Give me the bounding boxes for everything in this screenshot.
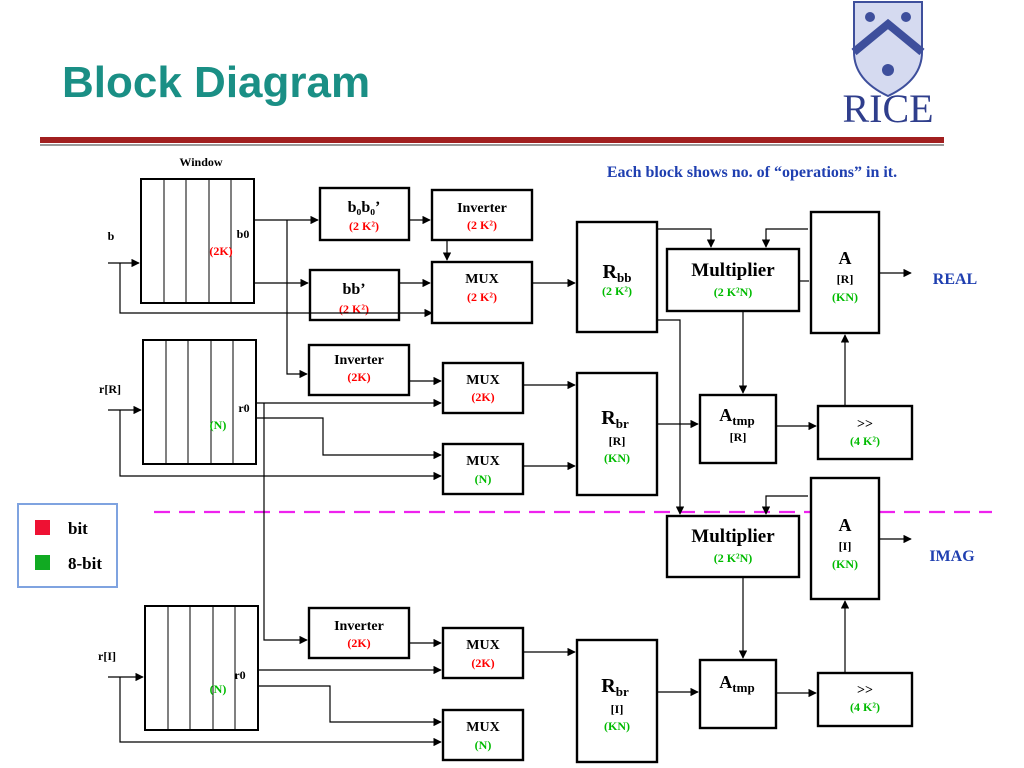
svg-text:(4 K²): (4 K²) [850, 700, 880, 714]
svg-text:[R]: [R] [837, 272, 854, 286]
svg-text:(N): (N) [475, 472, 492, 486]
svg-text:Inverter: Inverter [334, 619, 384, 634]
rice-logo-text: RICE [842, 86, 933, 130]
svg-text:MUX: MUX [466, 638, 499, 653]
svg-text:(2K): (2K) [347, 370, 370, 384]
atmp-imag-block: Atmp [698, 658, 778, 730]
legend-label-bit: bit [68, 519, 88, 538]
svg-text:>>: >> [857, 683, 873, 698]
window-rI-block [144, 605, 259, 731]
operations-note: Each block shows no. of “operations” in … [607, 164, 897, 181]
page-title: Block Diagram [62, 58, 371, 107]
tap-label-r0-imag: r0 [234, 668, 245, 682]
inverter-1-block: Inverter (2 K²) [430, 188, 534, 242]
rbb-block: Rbb (2 K²) [575, 220, 659, 334]
b0b0-block: b₀b₀’ (2 K²) [318, 186, 411, 242]
rice-logo: RICE [842, 1, 934, 130]
mux-2-block: MUX (2K) [441, 361, 525, 415]
svg-text:MUX: MUX [465, 272, 498, 287]
window-rI-ops: (N) [210, 682, 227, 696]
bb-block: bb’ (2 K²) [308, 268, 401, 322]
svg-text:b₀b₀’: b₀b₀’ [348, 199, 381, 216]
accumulator-imag-block: A [I] (KN) [809, 476, 881, 601]
svg-text:MUX: MUX [466, 454, 499, 469]
mux-3-block: MUX (N) [441, 442, 525, 496]
svg-text:Rbb: Rbb [603, 261, 632, 285]
tap-label-r0-real: r0 [238, 401, 249, 415]
svg-text:MUX: MUX [466, 373, 499, 388]
legend-item-bit: bit [35, 519, 88, 539]
mux-4-block: MUX (2K) [441, 626, 525, 680]
window-b-block [140, 178, 255, 304]
svg-text:A: A [839, 515, 852, 535]
window-label: Window [179, 155, 222, 169]
svg-text:(2 K²N): (2 K²N) [714, 285, 753, 299]
input-label-rI: r[I] [98, 649, 116, 663]
svg-text:A: A [839, 248, 852, 268]
legend-label-8bit: 8-bit [68, 554, 102, 573]
svg-text:[R]: [R] [730, 430, 747, 444]
legend-swatch-8bit [35, 555, 50, 570]
svg-text:Atmp: Atmp [719, 405, 754, 428]
inverter-3-block: Inverter (2K) [307, 606, 411, 660]
tap-label-b0: b0 [237, 227, 250, 241]
svg-text:(4 K²): (4 K²) [850, 434, 880, 448]
svg-text:(N): (N) [475, 738, 492, 752]
svg-text:(2 K²N): (2 K²N) [714, 551, 753, 565]
svg-text:(KN): (KN) [604, 719, 630, 733]
svg-text:(2K): (2K) [471, 390, 494, 404]
svg-text:(2K): (2K) [471, 656, 494, 670]
svg-text:bb’: bb’ [342, 281, 365, 298]
inverter-2-block: Inverter (2K) [307, 343, 411, 397]
shift-real-block: >> (4 K²) [816, 404, 914, 461]
input-label-rR: r[R] [99, 382, 121, 396]
svg-text:(2 K²): (2 K²) [467, 218, 497, 232]
svg-text:Rbr: Rbr [601, 407, 629, 431]
output-imag-label: IMAG [929, 548, 975, 565]
svg-text:(KN): (KN) [832, 557, 858, 571]
svg-text:Multiplier: Multiplier [691, 260, 775, 281]
output-real-label: REAL [933, 271, 977, 288]
accumulator-real-block: A [R] (KN) [809, 210, 881, 335]
svg-text:Rbr: Rbr [601, 675, 629, 699]
legend-swatch-bit [35, 520, 50, 535]
title-rule [40, 137, 944, 143]
svg-text:(2 K²): (2 K²) [602, 284, 632, 298]
multiplier-real-block: Multiplier (2 K²N) [665, 247, 801, 313]
svg-text:(2 K²): (2 K²) [339, 302, 369, 316]
rbr-real-block: Rbr [R] (KN) [575, 371, 659, 497]
legend-item-8bit: 8-bit [35, 554, 102, 574]
svg-text:Inverter: Inverter [334, 353, 384, 368]
window-b-ops: (2K) [209, 244, 232, 258]
svg-text:Inverter: Inverter [457, 201, 507, 216]
svg-text:[R]: [R] [609, 434, 626, 448]
svg-text:Atmp: Atmp [719, 672, 754, 695]
multiplier-imag-block: Multiplier (2 K²N) [665, 514, 801, 579]
legend: bit 8-bit [17, 503, 118, 588]
rbr-imag-block: Rbr [I] (KN) [575, 638, 659, 764]
window-rR-ops: (N) [210, 418, 227, 432]
svg-text:[I]: [I] [611, 702, 624, 716]
svg-text:>>: >> [857, 417, 873, 432]
input-label-b: b [108, 229, 115, 243]
svg-text:(2 K²): (2 K²) [349, 219, 379, 233]
window-rR-block [142, 339, 257, 465]
svg-text:[I]: [I] [839, 539, 852, 553]
svg-text:(KN): (KN) [832, 290, 858, 304]
mux-1-block: MUX (2 K²) [430, 260, 534, 325]
mux-5-block: MUX (N) [441, 708, 525, 762]
connections [108, 215, 912, 747]
atmp-real-block: Atmp [R] [698, 393, 778, 465]
shift-imag-block: >> (4 K²) [816, 671, 914, 728]
svg-text:(KN): (KN) [604, 451, 630, 465]
title-rule-shadow [40, 144, 944, 146]
svg-text:MUX: MUX [466, 720, 499, 735]
svg-text:Multiplier: Multiplier [691, 526, 775, 547]
svg-text:(2 K²): (2 K²) [467, 290, 497, 304]
svg-text:(2K): (2K) [347, 636, 370, 650]
